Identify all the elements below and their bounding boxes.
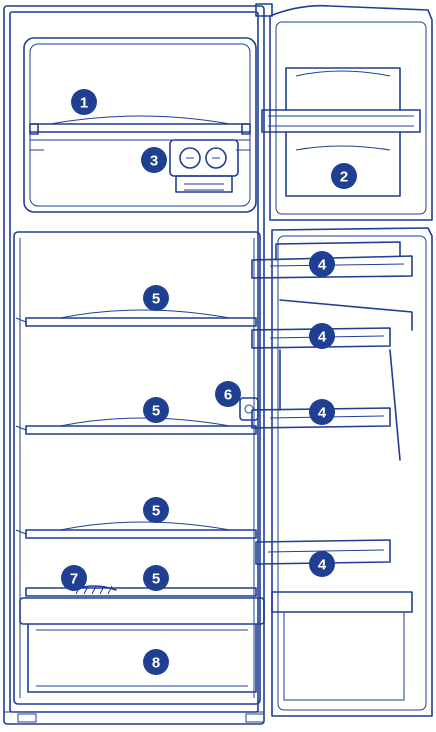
callout-label: 5 [152, 503, 160, 520]
callout-freezer-light: 1 [71, 89, 97, 115]
shelves [15, 309, 257, 597]
callout-circle [309, 323, 335, 349]
callout-shelf-top: 5 [143, 285, 169, 311]
callout-label: 6 [224, 387, 232, 404]
callout-drain: 7 [61, 565, 87, 591]
callout-label: 5 [152, 571, 160, 588]
callout-circle [143, 649, 169, 675]
crisper-drawer-shape [19, 597, 265, 693]
callout-circle [71, 89, 97, 115]
callout-circle [61, 565, 87, 591]
hinge [239, 397, 259, 421]
callout-shelf-middle: 5 [143, 397, 169, 423]
callout-label: 1 [80, 95, 88, 112]
cabinet [3, 3, 273, 725]
fridge-compartment [13, 231, 261, 705]
callout-door-shelf-second: 4 [309, 323, 335, 349]
callout-crisper-drawer: 8 [143, 649, 169, 675]
callout-door-shelf-bottom: 4 [309, 551, 335, 577]
callout-label: 4 [318, 257, 327, 274]
fridge-door [251, 227, 433, 717]
callout-door-shelf-third: 4 [309, 399, 335, 425]
callout-circle [331, 163, 357, 189]
callout-shelf-bottom: 5 [143, 565, 169, 591]
callout-circle [143, 285, 169, 311]
callout-circle [141, 147, 167, 173]
callout-label: 7 [70, 571, 78, 588]
callout-label: 4 [318, 405, 327, 422]
freezer-door [261, 4, 433, 221]
callout-circle [309, 399, 335, 425]
callout-label: 3 [150, 153, 158, 170]
callout-label: 4 [318, 329, 327, 346]
callout-circle [215, 381, 241, 407]
callout-circle [143, 397, 169, 423]
freezer-compartment [23, 37, 257, 213]
callout-label: 8 [152, 655, 160, 672]
callout-label: 5 [152, 291, 160, 308]
callout-badges: 1 2 3 4 4 4 4 5 5 5 5 6 7 8 [61, 89, 357, 675]
callout-shelf-lower: 5 [143, 497, 169, 523]
thermostat-housing [169, 139, 239, 193]
callout-circle [309, 251, 335, 277]
callout-circle [143, 497, 169, 523]
callout-circle [309, 551, 335, 577]
callout-door-hinge: 6 [215, 381, 241, 407]
callout-circle [143, 565, 169, 591]
callout-freezer-door-shelf: 2 [331, 163, 357, 189]
callout-label: 5 [152, 403, 160, 420]
callout-door-shelf-top: 4 [309, 251, 335, 277]
callout-label: 4 [318, 557, 327, 574]
callout-thermostat: 3 [141, 147, 167, 173]
callout-label: 2 [340, 169, 348, 186]
